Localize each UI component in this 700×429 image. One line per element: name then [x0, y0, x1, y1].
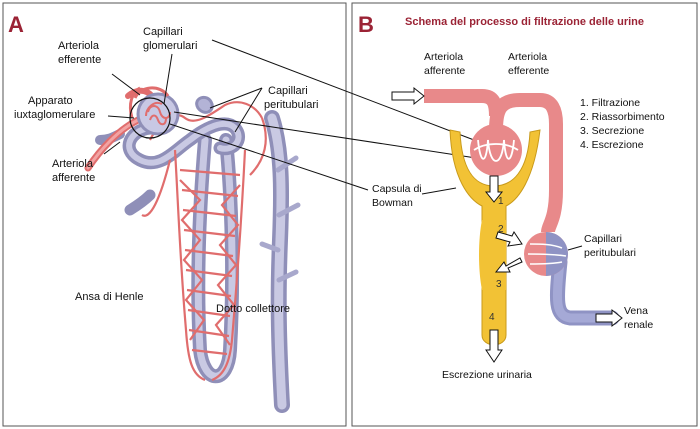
label-b-capsula-bowman: Capsula di Bowman — [372, 183, 425, 209]
label-b-vena-renale: Vena renale — [624, 305, 653, 331]
label-a-dotto-collettore: Dotto collettore — [216, 303, 290, 315]
label-b-arteriola-afferente: Arteriola afferente — [424, 51, 466, 77]
flow-arrows — [391, 86, 623, 363]
renal-vein — [549, 254, 620, 326]
label-a-apparato: Apparato iuxtaglomerulare — [14, 95, 95, 121]
step-number-3: 3 — [496, 279, 502, 290]
panel-a-leaders — [103, 53, 263, 155]
panel-a-letter: A — [8, 12, 24, 37]
step-filtrazione: 1. Filtrazione — [580, 97, 640, 109]
panel-b-frame — [351, 2, 698, 427]
label-b-capillari-peritubulari: Capillari peritubulari — [584, 233, 636, 259]
panel-b-title: Schema del processo di filtrazione delle… — [405, 16, 644, 28]
step-riassorbimento: 2. Riassorbimento — [580, 111, 665, 123]
label-a-capillari-peritubulari: Capillari peritubulari — [264, 85, 318, 111]
bowman-capsule-a — [136, 92, 180, 136]
label-a-arteriola-efferente: Arteriola efferente — [58, 40, 102, 66]
step-number-1: 1 — [498, 196, 504, 207]
label-a-capillari-glomerulari: Capillari glomerulari — [143, 26, 197, 52]
glomerulus — [145, 102, 171, 126]
label-a-ansa-henle: Ansa di Henle — [75, 291, 144, 303]
afferent-arteriole-b — [424, 89, 503, 117]
nephron-illustration — [84, 86, 301, 413]
glomerulus-b — [470, 124, 522, 176]
step-number-2: 2 — [498, 224, 504, 235]
step-number-4: 4 — [489, 312, 495, 323]
step-escrezione: 4. Escrezione — [580, 139, 644, 151]
label-a-arteriola-afferente: Arteriola afferente — [52, 158, 96, 184]
panel-b-letter: B — [358, 12, 374, 37]
panel-b-leaders — [421, 187, 583, 251]
step-secrezione: 3. Secrezione — [580, 125, 644, 137]
label-b-arteriola-efferente: Arteriola efferente — [508, 51, 550, 77]
label-b-escrezione-urinaria: Escrezione urinaria — [442, 369, 532, 381]
panel-a-frame — [2, 2, 347, 427]
filtration-schema: 1 2 3 4 — [391, 86, 623, 363]
cross-panel-leaders — [169, 39, 477, 191]
steps-legend: 1. Filtrazione 2. Riassorbimento 3. Secr… — [580, 97, 665, 151]
